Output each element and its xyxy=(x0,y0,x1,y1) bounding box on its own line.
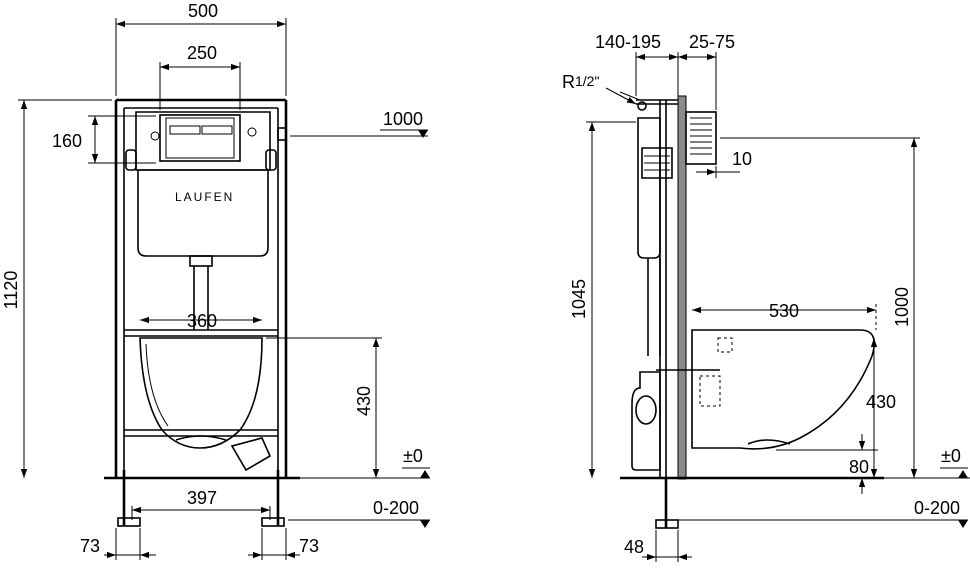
level-1000-side xyxy=(720,137,920,478)
dimension-530 xyxy=(692,304,877,330)
dim-250-label: 250 xyxy=(187,43,217,63)
thread-fraction: 1/2" xyxy=(575,73,599,89)
dim-73-left-label: 73 xyxy=(80,536,100,556)
dim-10-label: 10 xyxy=(732,149,752,169)
dimension-1120 xyxy=(18,99,112,478)
dimension-430-front xyxy=(266,337,382,478)
dim-360-label: 360 xyxy=(187,311,217,331)
dimension-48 xyxy=(642,530,692,562)
dim-1045-label: 1045 xyxy=(569,279,589,319)
range-0-200-side-label: 0-200 xyxy=(914,498,960,518)
dimension-73-right xyxy=(248,528,300,560)
cistern-front xyxy=(135,111,271,330)
dim-430-side-label: 430 xyxy=(866,392,896,412)
dim-140-195-label: 140-195 xyxy=(595,32,661,52)
side-view: R 1/2" 140-195 25-75 1 xyxy=(562,32,970,562)
dim-530-label: 530 xyxy=(769,301,799,321)
dimension-73-left xyxy=(104,528,156,560)
level-zero-side xyxy=(884,467,970,479)
dimension-500 xyxy=(115,18,287,96)
dimension-140-195 xyxy=(635,52,679,96)
dim-73-right-label: 73 xyxy=(299,536,319,556)
dim-25-75-label: 25-75 xyxy=(689,32,735,52)
dim-80-label: 80 xyxy=(849,457,869,477)
level-1000-front-label: 1000 xyxy=(383,109,423,129)
thread-prefix: R xyxy=(562,72,575,92)
dimension-160 xyxy=(88,115,156,164)
dim-500-label: 500 xyxy=(188,1,218,21)
range-0-200-front xyxy=(288,519,430,528)
level-1000-side-label: 1000 xyxy=(892,287,912,327)
dim-160-label: 160 xyxy=(52,131,82,151)
cistern-side xyxy=(631,101,717,471)
level-zero-front xyxy=(296,467,430,479)
laufen-logo: LAUFEN xyxy=(175,190,234,204)
dimension-10 xyxy=(685,166,740,178)
dim-397-label: 397 xyxy=(187,488,217,508)
dimension-397 xyxy=(131,506,271,520)
dimension-25-75 xyxy=(678,52,717,110)
front-view: LAUFEN 500 250 160 xyxy=(1,1,430,560)
dim-1120-label: 1120 xyxy=(1,271,21,310)
level-1000-front xyxy=(290,129,428,138)
dimension-250 xyxy=(159,62,241,110)
level-zero-side-label: ±0 xyxy=(941,446,961,466)
level-zero-front-label: ±0 xyxy=(403,446,423,466)
thread-leader xyxy=(605,87,641,105)
wc-bowl-front xyxy=(139,337,272,472)
dim-430-front-label: 430 xyxy=(354,386,374,416)
wc-bowl-side xyxy=(656,329,876,450)
range-0-200-side xyxy=(678,519,968,528)
dim-48-label: 48 xyxy=(624,537,644,557)
wall xyxy=(677,95,687,480)
dimension-1045 xyxy=(586,121,636,478)
range-0-200-front-label: 0-200 xyxy=(373,498,419,518)
dimension-80 xyxy=(776,434,878,494)
